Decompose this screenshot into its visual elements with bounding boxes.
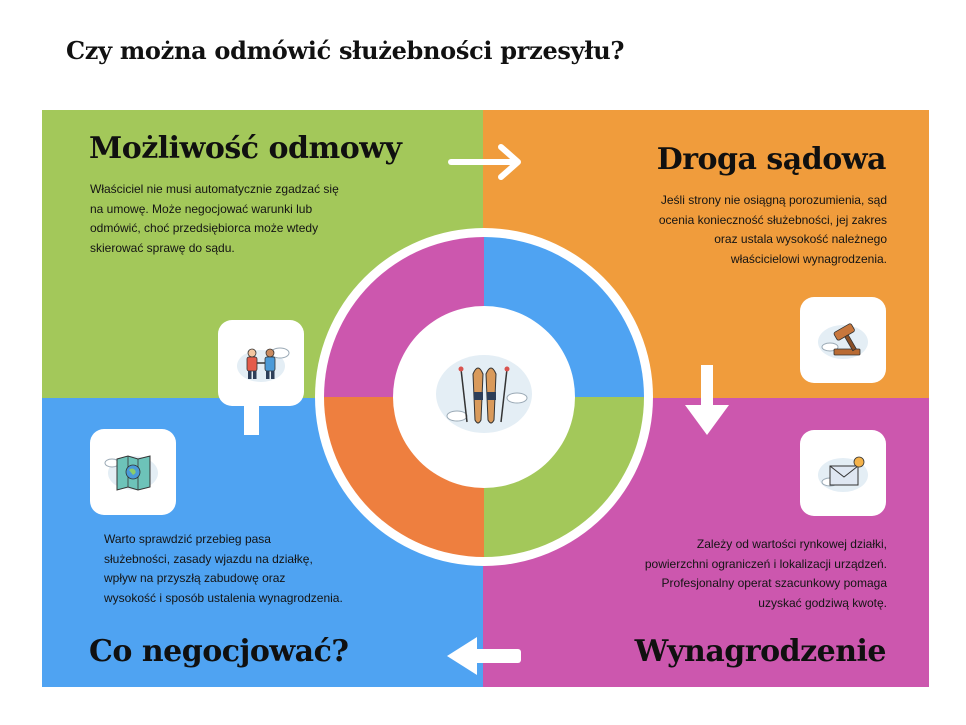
text-line: wysokość i sposób ustalenia wynagrodzeni… [104,590,343,605]
heading-mozliwosc-odmowy: Możliwość odmowy [89,131,402,166]
heading-wynagrodzenie: Wynagrodzenie [634,634,887,669]
text-line: Profesjonalny operat szacunkowy pomaga [661,576,887,590]
text-co-negocjowac: Warto sprawdzić przebieg pasa służebnośc… [104,530,343,608]
text-wynagrodzenie: Zależy od wartości rynkowej działki, pow… [645,535,887,613]
text-line: powierzchni ograniczeń i lokalizacji urz… [644,556,887,571]
card-gavel [800,297,886,383]
heading-droga-sadowa: Droga sądowa [656,142,887,177]
text-line: Jeśli strony nie osiągną porozumienia, s… [660,193,887,207]
text-line: ocenia konieczność służebności, jej zakr… [658,212,887,227]
text-line: właścicielowi wynagrodzenia. [730,251,887,266]
text-line: Warto sprawdzić przebieg pasa [104,532,271,546]
text-droga-sadowa: Jeśli strony nie osiągną porozumienia, s… [659,191,887,269]
page-title: Czy można odmówić służebności przesyłu? [66,36,625,65]
arrow-right-icon [448,144,521,180]
text-line: Właściciel nie musi automatycznie zgadza… [90,182,339,196]
text-line: Zależy od wartości rynkowej działki, [696,537,887,551]
text-line: odmówić, choć przedsiębiorca może wtedy [90,221,319,235]
text-line: wpływ na przyszłą zabudowę oraz [104,571,286,585]
handshake-people-icon [237,347,290,382]
center-ring [315,228,653,566]
card-map [90,429,176,515]
arrow-down-icon [685,365,729,435]
text-mozliwosc-odmowy: Właściciel nie musi automatycznie zgadza… [90,180,339,258]
text-line: skierować sprawę do sądu. [90,240,235,255]
text-line: uzyskać godziwą kwotę. [758,595,887,610]
envelope-letter-icon [818,456,868,492]
card-handshake [218,320,304,406]
text-line: służebności, zasady wjazdu na działkę, [104,551,313,566]
heading-co-negocjowac: Co negocjować? [89,634,349,669]
text-line: oraz ustala wysokość należnego [714,232,887,246]
map-globe-icon [104,455,158,491]
skis-poles-icon [436,355,532,433]
arrow-left-icon [447,637,521,675]
card-envelope [800,430,886,516]
gavel-icon [818,323,868,359]
text-line: na umowę. Może negocjować warunki lub [90,201,313,216]
